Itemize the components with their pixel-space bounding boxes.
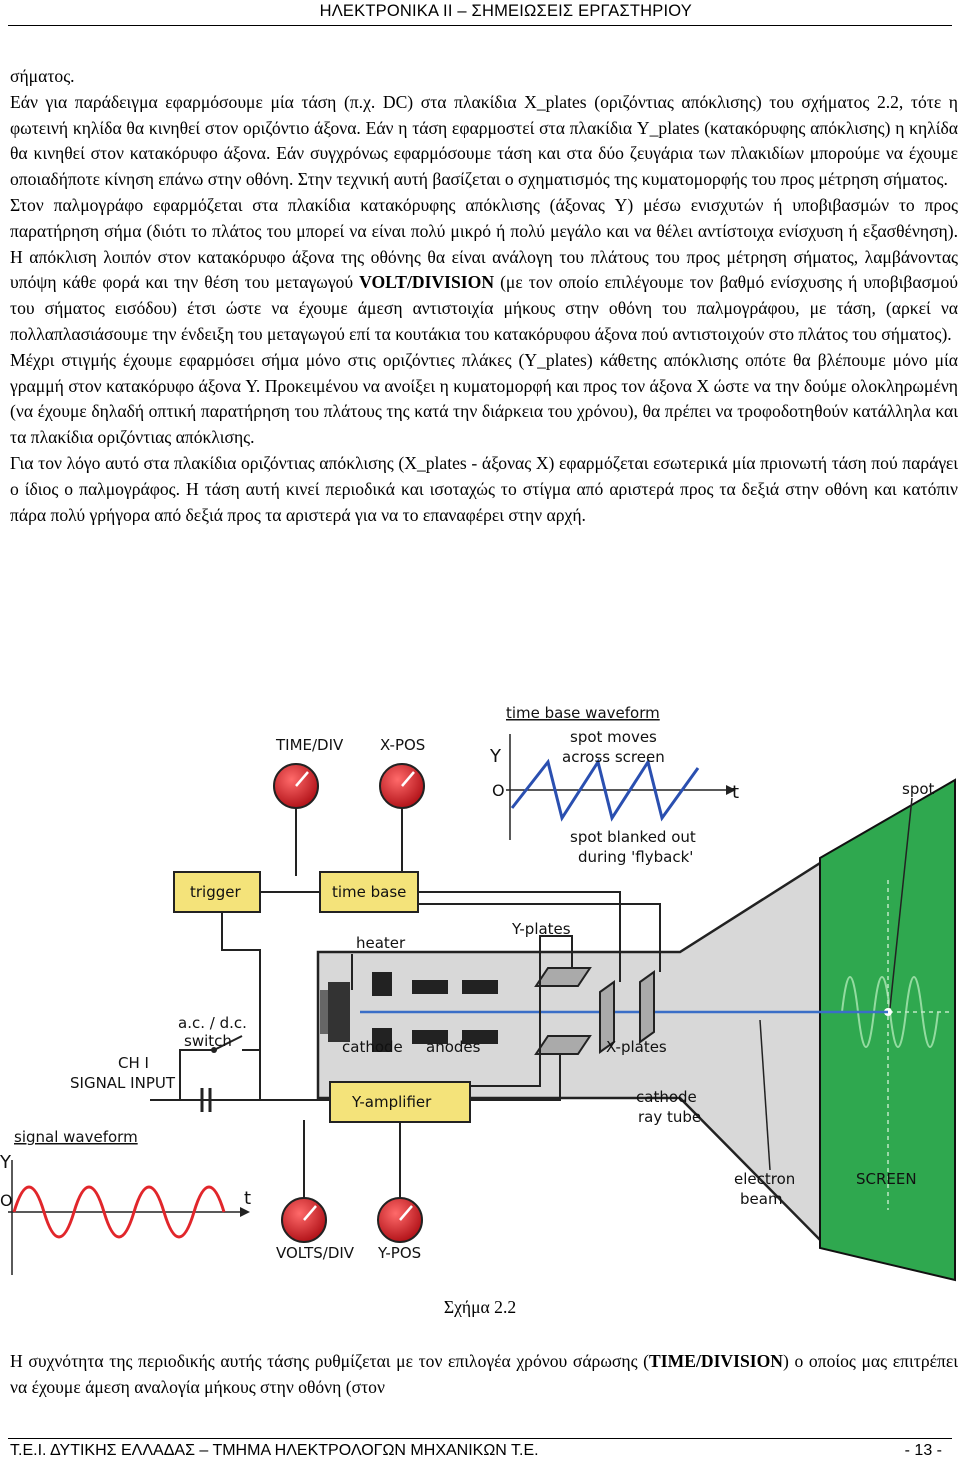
label-ac-dc: a.c. / d.c. [178, 1014, 247, 1032]
paragraph-5: Για τον λόγο αυτό στα πλακίδια οριζόντια… [10, 452, 958, 525]
label-ray-tube: ray tube [638, 1108, 701, 1126]
label-zero: O [492, 781, 505, 800]
signal-waveform-plot [8, 1160, 250, 1275]
label-signal-t: t [244, 1188, 251, 1209]
label-signal-y: Y [0, 1152, 12, 1173]
heater-element [320, 990, 328, 1034]
label-ch1: CH I [118, 1054, 149, 1072]
paragraph-4: Μέχρι στιγμής έχουμε εφαρμόσει σήμα μόνο… [10, 349, 958, 448]
label-signal-input: SIGNAL INPUT [70, 1074, 176, 1092]
wiring [150, 808, 661, 1200]
label-signal-waveform: signal waveform [14, 1128, 138, 1146]
page-number: - 13 - [904, 1442, 942, 1459]
spot-pointer [889, 797, 913, 1009]
label-spot-moves: spot moves [570, 728, 657, 746]
oscilloscope-diagram: TIME/DIV X-POS time base waveform spot m… [0, 690, 960, 1290]
paragraph-6-text-cont: ) ο οποίος μας επιτρέπει να έχουμε άμεση… [10, 1351, 958, 1397]
paragraph-6-text: Η συχνότητα της περιοδικής αυτής τάσης ρ… [10, 1351, 650, 1371]
label-spot-blanked: spot blanked out [570, 828, 696, 846]
page-header: ΗΛΕΚΤΡΟΝΙΚΑ ΙΙ – ΣΗΜΕΙΩΣΕΙΣ ΕΡΓΑΣΤΗΡΙΟΥ [0, 0, 960, 28]
paragraph-3: Στον παλμογράφο εφαρμόζεται στα πλακίδια… [10, 193, 958, 348]
label-y-axis: Y [489, 746, 502, 767]
label-across-screen: across screen [562, 748, 665, 766]
footer-rule [8, 1438, 952, 1439]
time-base-plot [506, 734, 736, 840]
volts-div-knob[interactable] [281, 1197, 327, 1243]
label-beam: beam [740, 1190, 783, 1208]
paragraph-3-text-cont: (με τον οποίο επιλέγουμε τον βαθμό ενίσχ… [10, 272, 958, 344]
switch-contact [211, 1047, 217, 1053]
crt-screen [819, 778, 956, 1282]
label-crt-cathode: cathode [636, 1088, 697, 1106]
sawtooth-wave [510, 758, 700, 822]
label-electron: electron [734, 1170, 795, 1188]
header-rule [8, 25, 952, 26]
time-division-term: TIME/DIVISION [649, 1351, 783, 1371]
label-volts-div: VOLTS/DIV [276, 1244, 355, 1262]
label-x-pos: X-POS [380, 736, 425, 754]
label-switch: switch [184, 1032, 232, 1050]
label-y-pos: Y-POS [377, 1244, 421, 1262]
label-trigger: trigger [190, 883, 241, 901]
page-footer: Τ.Ε.Ι. ΔΥΤΙΚΗΣ ΕΛΛΑΔΑΣ – ΤΜΗΜΑ ΗΛΕΚΤΡΟΛΟ… [0, 1438, 960, 1460]
label-t-axis: t [732, 782, 739, 803]
beam-pointer [759, 1019, 771, 1171]
label-y-plates: Y-plates [511, 920, 571, 938]
sine-wave [12, 1185, 226, 1239]
y-amplifier-box [329, 1081, 471, 1123]
time-base-box [319, 871, 419, 913]
anode-1 [372, 972, 392, 996]
x-plate-right [639, 970, 655, 1044]
paragraph-3-text: Στον παλμογράφο εφαρμόζεται στα πλακίδια… [10, 194, 958, 293]
label-spot: spot [902, 780, 935, 798]
anode-2 [372, 1028, 392, 1052]
figure-caption: Σχήμα 2.2 [443, 1297, 517, 1317]
body-text: σήματος. Εάν για παράδειγμα εφαρμόσουμε … [10, 64, 958, 528]
label-x-plates: X-plates [606, 1038, 667, 1056]
paragraph-6: Η συχνότητα της περιοδικής αυτής τάσης ρ… [10, 1348, 958, 1400]
paragraph-2: Εάν για παράδειγμα εφαρμόσουμε μία τάση … [10, 91, 958, 190]
anode-4 [412, 1030, 448, 1044]
header-title: ΗΛΕΚΤΡΟΝΙΚΑ ΙΙ – ΣΗΜΕΙΩΣΕΙΣ ΕΡΓΑΣΤΗΡΙΟΥ [319, 2, 692, 20]
label-y-amplifier: Y-amplifier [351, 1093, 432, 1111]
anode-3 [412, 980, 448, 994]
x-plate-left [599, 980, 615, 1054]
label-anodes: anodes [426, 1038, 481, 1056]
label-time-div: TIME/DIV [275, 736, 344, 754]
label-signal-zero: O [0, 1191, 13, 1210]
label-cathode: cathode [342, 1038, 403, 1056]
footer-institution: Τ.Ε.Ι. ΔΥΤΙΚΗΣ ΕΛΛΑΔΑΣ – ΤΜΗΜΑ ΗΛΕΚΤΡΟΛΟ… [10, 1442, 539, 1459]
label-heater: heater [356, 934, 406, 952]
anode-5 [462, 980, 498, 994]
oscilloscope-diagram-svg: TIME/DIV X-POS time base waveform spot m… [0, 704, 956, 1282]
cathode-element [328, 982, 350, 1042]
x-pos-knob[interactable] [379, 763, 425, 809]
label-time-base: time base [332, 883, 406, 901]
volt-division-term: VOLT/DIVISION [359, 272, 495, 293]
trigger-box [173, 871, 261, 913]
label-time-base-waveform: time base waveform [506, 704, 660, 722]
label-during-flyback: during 'flyback' [578, 848, 693, 866]
y-pos-knob[interactable] [377, 1197, 423, 1243]
closing-paragraph: Η συχνότητα της περιοδικής αυτής τάσης ρ… [10, 1348, 958, 1400]
label-screen: SCREEN [856, 1170, 917, 1188]
paragraph-1: σήματος. [10, 66, 75, 86]
anode-6 [462, 1030, 498, 1044]
time-div-knob[interactable] [273, 763, 319, 809]
